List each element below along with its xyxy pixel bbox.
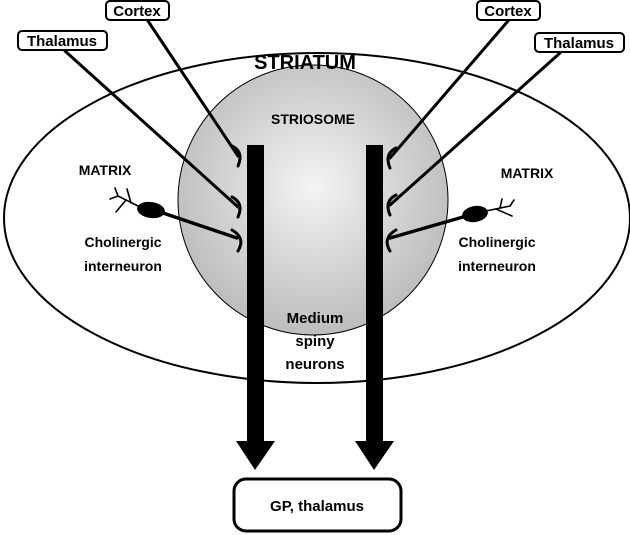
output-label: GP, thalamus — [270, 498, 364, 515]
input-cortex-left: Cortex — [105, 0, 170, 21]
interneuron-right-line1: Cholinergic — [458, 234, 535, 250]
afferent-axons-right — [386, 19, 562, 217]
striatum-outline — [3, 52, 630, 384]
output-box: GP, thalamus — [232, 477, 403, 533]
interneuron-left-line2: interneuron — [84, 258, 162, 274]
striatum-title: STRIATUM — [254, 52, 356, 74]
interneuron-right-line2: interneuron — [458, 258, 536, 274]
msn-arrow-right — [355, 145, 394, 470]
cortex-left-label: Cortex — [113, 3, 161, 20]
input-thalamus-left: Thalamus — [17, 30, 108, 51]
msn-label-line3: neurons — [285, 356, 344, 373]
interneuron-left-line1: Cholinergic — [84, 234, 161, 250]
msn-arrow-left — [236, 145, 275, 470]
striosome-circle — [177, 64, 449, 336]
afferent-axons-left — [63, 19, 242, 219]
msn-label-line2: spiny — [295, 333, 335, 350]
input-cortex-right: Cortex — [476, 0, 541, 21]
input-thalamus-right: Thalamus — [534, 32, 625, 53]
cholinergic-interneuron-left — [109, 187, 243, 253]
striosome-label: STRIOSOME — [271, 111, 355, 127]
thalamus-left-label: Thalamus — [27, 33, 97, 50]
msn-label-line1: Medium — [287, 310, 344, 327]
cortex-right-label: Cortex — [484, 3, 532, 20]
matrix-left-label: MATRIX — [79, 162, 132, 178]
thalamus-right-label: Thalamus — [544, 35, 614, 52]
cholinergic-interneuron-right — [385, 198, 515, 253]
matrix-right-label: MATRIX — [501, 165, 554, 181]
